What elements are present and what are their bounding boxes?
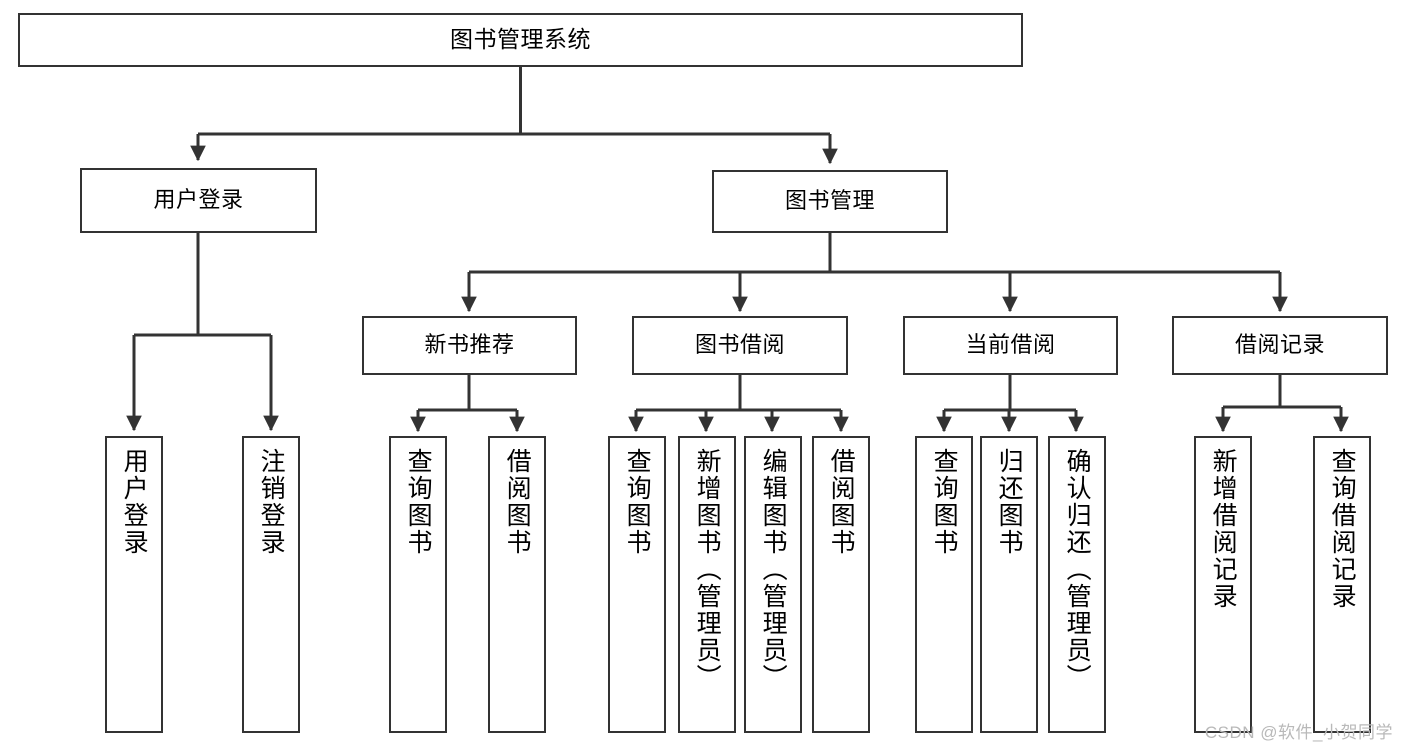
node-label: 查询借阅记录	[1328, 448, 1357, 610]
node-label: 确认归还（管理员）	[1063, 448, 1092, 691]
node-label: 借阅图书	[503, 448, 532, 556]
node-leaf-query-book-recommend[interactable]: 查询图书	[389, 436, 447, 733]
node-leaf-borrow-book-recommend[interactable]: 借阅图书	[488, 436, 546, 733]
node-book-borrow[interactable]: 图书借阅	[632, 316, 848, 375]
node-root-book-management-system[interactable]: 图书管理系统	[18, 13, 1023, 67]
node-new-book-recommend[interactable]: 新书推荐	[362, 316, 577, 375]
node-user-login[interactable]: 用户登录	[80, 168, 317, 233]
node-leaf-add-borrow-record[interactable]: 新增借阅记录	[1194, 436, 1252, 733]
node-label: 归还图书	[995, 448, 1024, 556]
node-label: 图书管理	[784, 188, 875, 214]
node-label: 图书借阅	[694, 332, 785, 358]
node-label: 新书推荐	[424, 332, 515, 358]
node-borrow-record[interactable]: 借阅记录	[1172, 316, 1388, 375]
node-leaf-edit-book[interactable]: 编辑图书（管理员）	[744, 436, 802, 733]
node-leaf-confirm-return[interactable]: 确认归还（管理员）	[1048, 436, 1106, 733]
node-label: 查询图书	[404, 448, 433, 556]
node-label: 查询图书	[623, 448, 652, 556]
csdn-watermark: CSDN @软件_小贺同学	[1204, 723, 1393, 742]
node-label: 新增借阅记录	[1209, 448, 1238, 610]
node-label: 当前借阅	[965, 332, 1056, 358]
node-label: 注销登录	[257, 448, 286, 556]
node-leaf-add-book[interactable]: 新增图书（管理员）	[678, 436, 736, 733]
node-label: 图书管理系统	[450, 26, 591, 53]
node-leaf-return-book[interactable]: 归还图书	[980, 436, 1038, 733]
node-current-borrow[interactable]: 当前借阅	[903, 316, 1118, 375]
node-leaf-user-logout[interactable]: 注销登录	[242, 436, 300, 733]
node-label: 编辑图书（管理员）	[759, 448, 788, 691]
node-label: 用户登录	[120, 448, 149, 556]
node-label: 借阅记录	[1234, 332, 1325, 358]
node-label: 查询图书	[930, 448, 959, 556]
node-leaf-query-borrow-record[interactable]: 查询借阅记录	[1313, 436, 1371, 733]
node-leaf-query-book-borrow[interactable]: 查询图书	[608, 436, 666, 733]
node-label: 新增图书（管理员）	[693, 448, 722, 691]
node-label: 用户登录	[153, 187, 244, 213]
node-leaf-query-book-current[interactable]: 查询图书	[915, 436, 973, 733]
node-leaf-borrow-book[interactable]: 借阅图书	[812, 436, 870, 733]
node-book-manage[interactable]: 图书管理	[712, 170, 948, 233]
node-leaf-user-login[interactable]: 用户登录	[105, 436, 163, 733]
node-label: 借阅图书	[827, 448, 856, 556]
